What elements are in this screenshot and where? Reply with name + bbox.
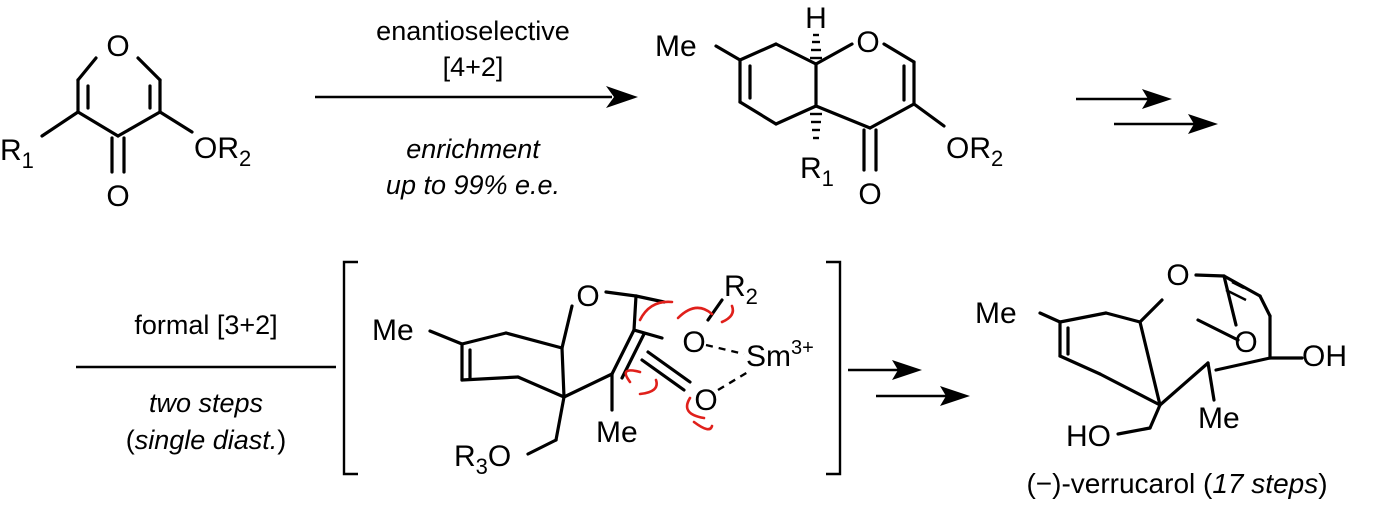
atom-o: O: [682, 326, 705, 359]
subscript-2: 2: [991, 146, 1003, 171]
r3o-substituent: R3O: [454, 440, 511, 479]
verrucarol-structure: Me O O OH HO Me (−)-verrucarol (17 steps…: [975, 259, 1347, 499]
multistep-arrow-2: [848, 360, 970, 406]
atom-r: R: [454, 440, 476, 473]
pyranone-structure: O O R1 OR2: [0, 30, 251, 213]
atom-r: R: [800, 152, 822, 185]
atom-r: R: [0, 134, 22, 167]
charge-superscript: 3+: [791, 337, 814, 359]
atom-r: R: [724, 270, 746, 303]
atom-o: O: [106, 180, 129, 213]
methyl-label: Me: [655, 30, 697, 63]
or2-substituent: OR2: [194, 132, 251, 171]
reaction-arrow-2: formal [3+2] two steps (single diast.): [76, 310, 336, 455]
methyl-label: Me: [975, 297, 1017, 330]
hydroxyl-label: OH: [1302, 340, 1347, 373]
subscript-1: 1: [822, 166, 834, 191]
hydroxyl-label: HO: [1066, 420, 1111, 453]
atom-o: O: [1166, 259, 1189, 292]
atom-o: O: [856, 26, 879, 59]
reaction-arrow-1: enantioselective [4+2] enrichment up to …: [315, 16, 638, 200]
multistep-arrow-1: [1076, 89, 1218, 134]
samarium-ion: Sm3+: [746, 337, 814, 373]
atom-or: OR: [946, 132, 991, 165]
subscript-3: 3: [476, 454, 488, 479]
step1-note: enrichment: [406, 134, 541, 164]
atom-or: OR: [194, 132, 239, 165]
step1-condition: enantioselective: [376, 16, 570, 46]
subscript-2: 2: [746, 284, 758, 309]
methyl-label: Me: [1198, 402, 1240, 435]
atom-o: O: [1234, 326, 1257, 359]
atom-o: O: [488, 440, 511, 473]
cycloadduct-structure: Me H O O R1 OR2: [655, 2, 1003, 211]
step2-selectivity: (single diast.): [126, 425, 287, 455]
methyl-label: Me: [372, 314, 414, 347]
r1-substituent: R1: [800, 152, 834, 191]
atom-o: O: [576, 280, 599, 313]
atom-sm: Sm: [746, 340, 791, 373]
subscript-2: 2: [239, 146, 251, 171]
r2-substituent: R2: [724, 270, 758, 309]
product-name: (−)-verrucarol (17 steps): [1026, 468, 1327, 499]
atom-o: O: [694, 384, 717, 417]
transition-state: Me O O O R2 Sm3+ Me R3O: [342, 260, 842, 479]
or2-substituent: OR2: [946, 132, 1003, 171]
step2-steps: two steps: [149, 388, 263, 418]
atom-h: H: [805, 2, 827, 35]
atom-o: O: [858, 178, 881, 211]
subscript-1: 1: [22, 148, 34, 173]
step1-ee: up to 99% e.e.: [386, 170, 560, 200]
step2-condition: formal [3+2]: [134, 310, 277, 340]
methyl-label: Me: [596, 416, 638, 449]
step1-reaction-type: [4+2]: [443, 52, 504, 82]
atom-o: O: [106, 30, 129, 63]
r1-substituent: R1: [0, 134, 34, 173]
